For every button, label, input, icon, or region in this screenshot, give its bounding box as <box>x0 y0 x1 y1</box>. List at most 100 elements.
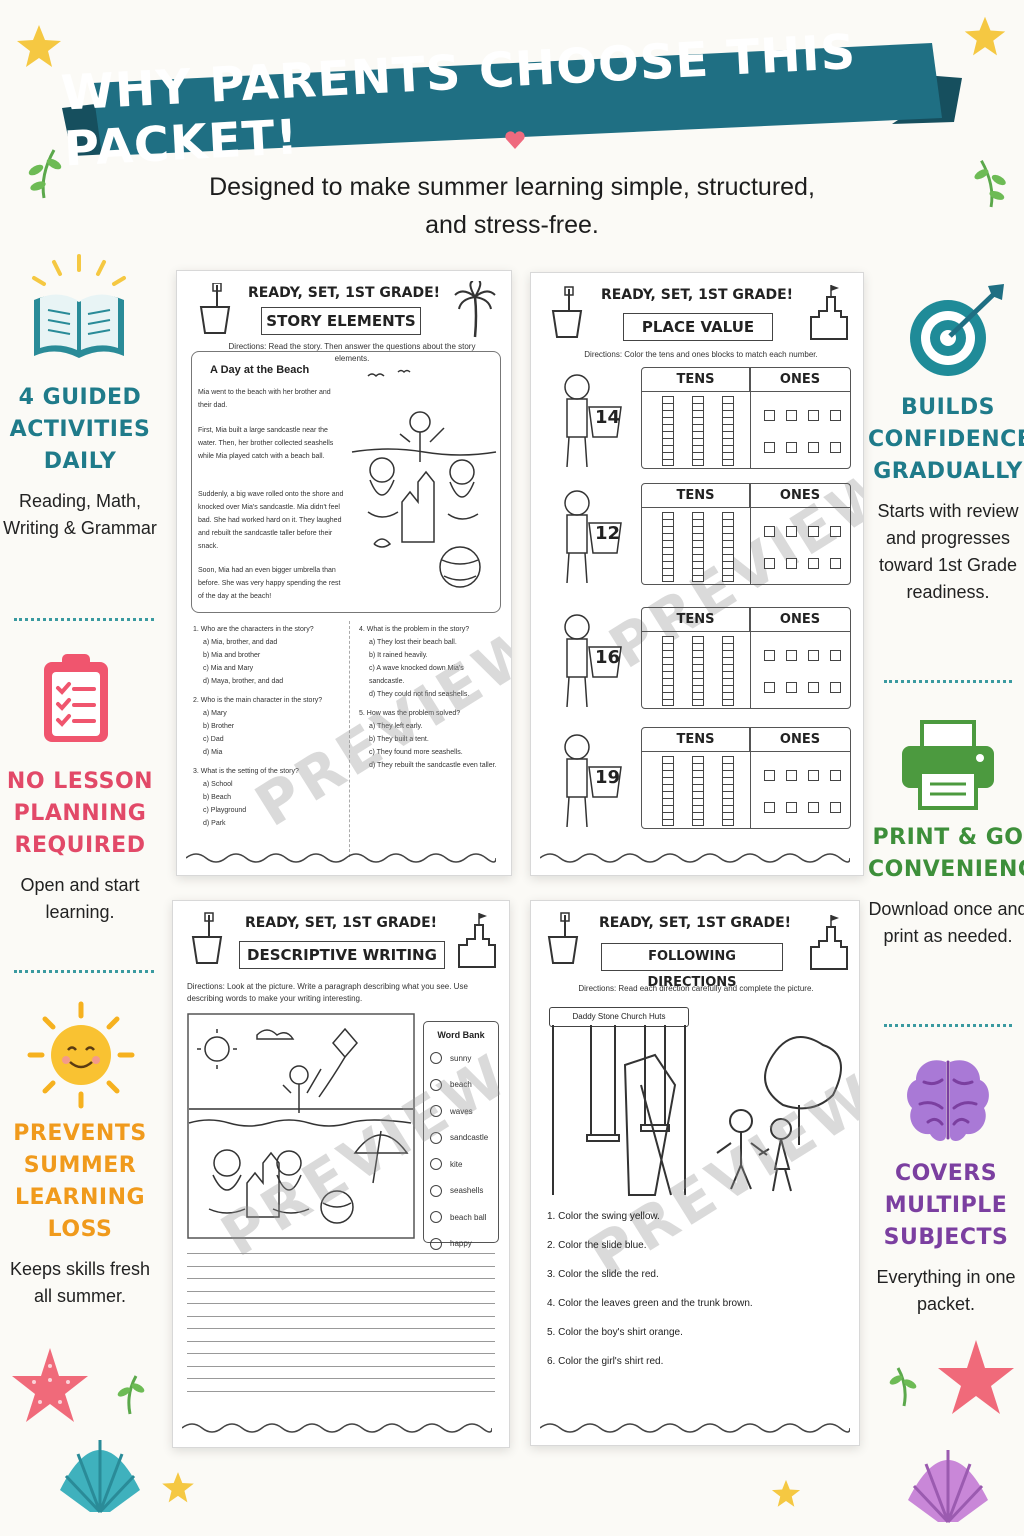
question: 5. How was the problem solved? <box>359 710 461 717</box>
answer-option[interactable]: b) It rained heavily. <box>369 652 428 659</box>
heart-icon <box>505 131 525 149</box>
answer-option[interactable]: a) Mia, brother, and dad <box>203 639 278 646</box>
ones-cube[interactable] <box>808 442 819 453</box>
ones-cube[interactable] <box>830 526 841 537</box>
ones-cube[interactable] <box>808 802 819 813</box>
tens-rod[interactable] <box>662 396 674 466</box>
writing-line[interactable] <box>187 1253 495 1254</box>
answer-option[interactable]: a) They left early. <box>369 723 423 730</box>
ones-cube[interactable] <box>764 442 775 453</box>
ones-cube[interactable] <box>830 802 841 813</box>
ones-cube[interactable] <box>808 650 819 661</box>
answer-option[interactable]: d) They rebuilt the sandcastle even tall… <box>369 762 497 769</box>
ones-cube[interactable] <box>830 442 841 453</box>
writing-line[interactable] <box>187 1315 495 1317</box>
ones-cube[interactable] <box>808 682 819 693</box>
answer-option[interactable]: c) They found more seashells. <box>369 749 463 756</box>
tens-rod[interactable] <box>662 756 674 826</box>
tens-rod[interactable] <box>692 756 704 826</box>
ones-cube[interactable] <box>830 410 841 421</box>
word-icon <box>430 1105 442 1117</box>
ones-cube[interactable] <box>764 410 775 421</box>
tens-rod[interactable] <box>722 636 734 706</box>
ones-cube[interactable] <box>786 650 797 661</box>
writing-line[interactable] <box>187 1378 495 1379</box>
ones-cube[interactable] <box>808 770 819 781</box>
story-box: A Day at the Beach Mia went to the beach… <box>191 351 501 613</box>
answer-option[interactable]: d) Mia <box>203 749 223 756</box>
tens-header: TENS <box>642 484 750 508</box>
answer-option[interactable]: a) Mary <box>203 710 227 717</box>
tens-rod[interactable] <box>692 396 704 466</box>
answer-option[interactable]: d) Maya, brother, and dad <box>203 678 284 685</box>
word-bank-item: beach ball <box>430 1211 486 1223</box>
ones-cube[interactable] <box>764 682 775 693</box>
ribbon-shape <box>62 43 962 156</box>
word-icon <box>430 1211 442 1223</box>
ones-cube[interactable] <box>808 410 819 421</box>
ones-cube[interactable] <box>786 442 797 453</box>
writing-line[interactable] <box>187 1290 495 1292</box>
sand-bucket-icon <box>547 912 579 964</box>
story-paragraph: Suddenly, a big wave rolled onto the sho… <box>198 491 344 550</box>
ones-cube[interactable] <box>764 650 775 661</box>
ones-cube[interactable] <box>764 802 775 813</box>
title-banner: WHY PARENTS CHOOSE THIS PACKET! <box>60 24 962 177</box>
subtitle: Designed to make summer learning simple,… <box>209 173 815 239</box>
ones-cube[interactable] <box>786 558 797 569</box>
brain-icon <box>907 1060 989 1141</box>
writing-line[interactable] <box>187 1278 495 1279</box>
word-bank-item: beach <box>430 1078 472 1091</box>
ones-cube[interactable] <box>786 802 797 813</box>
worksheet-directions: Directions: Read each direction carefull… <box>578 984 814 993</box>
answer-option[interactable]: c) Dad <box>203 736 224 743</box>
target-icon <box>910 284 1004 376</box>
tens-rod[interactable] <box>692 512 704 582</box>
answer-option[interactable]: b) Brother <box>203 723 235 730</box>
ones-cube[interactable] <box>808 526 819 537</box>
answer-option[interactable]: d) Park <box>203 820 226 827</box>
ones-header: ONES <box>750 608 850 632</box>
answer-option[interactable]: a) They lost their beach ball. <box>369 639 457 646</box>
ones-cube[interactable] <box>808 558 819 569</box>
seashell-icon <box>908 1450 988 1524</box>
ones-cube[interactable] <box>830 770 841 781</box>
ones-cube[interactable] <box>786 410 797 421</box>
ones-cube[interactable] <box>830 650 841 661</box>
writing-line[interactable] <box>187 1353 495 1354</box>
answer-option[interactable]: d) They could not find seashells. <box>369 691 470 698</box>
answer-option[interactable]: a) School <box>203 781 233 788</box>
word-bank-word: kite <box>450 1159 463 1169</box>
writing-line[interactable] <box>187 1340 495 1342</box>
tens-rod[interactable] <box>722 512 734 582</box>
worksheet-directions: Directions: Read the story. Then answer … <box>228 342 476 363</box>
writing-line[interactable] <box>187 1303 495 1304</box>
writing-line[interactable] <box>187 1328 495 1329</box>
ones-cube[interactable] <box>786 526 797 537</box>
tens-rod[interactable] <box>692 636 704 706</box>
answer-option[interactable]: c) Mia and Mary <box>203 665 254 672</box>
tens-rod[interactable] <box>722 756 734 826</box>
ones-cube[interactable] <box>830 682 841 693</box>
ones-cube[interactable] <box>764 558 775 569</box>
ones-cube[interactable] <box>830 558 841 569</box>
sandcastle-icon <box>810 285 848 340</box>
ones-cube[interactable] <box>786 682 797 693</box>
answer-option[interactable]: b) Mia and brother <box>203 652 261 659</box>
beach-kids-illustration <box>351 369 497 588</box>
ones-cube[interactable] <box>786 770 797 781</box>
tens-rod[interactable] <box>662 636 674 706</box>
answer-option[interactable]: b) Beach <box>203 794 232 801</box>
writing-line[interactable] <box>187 1365 495 1367</box>
answer-option[interactable]: c) A wave knocked down Mia's sandcastle. <box>369 665 464 685</box>
answer-option[interactable]: b) They built a tent. <box>369 736 429 743</box>
writing-line[interactable] <box>187 1390 495 1392</box>
writing-line[interactable] <box>187 1265 495 1267</box>
questions-left: 1. Who are the characters in the story? … <box>193 623 343 830</box>
tens-rod[interactable] <box>722 396 734 466</box>
tens-rod[interactable] <box>662 512 674 582</box>
answer-option[interactable]: c) Playground <box>203 807 247 814</box>
ones-cube[interactable] <box>764 526 775 537</box>
ones-cube[interactable] <box>764 770 775 781</box>
